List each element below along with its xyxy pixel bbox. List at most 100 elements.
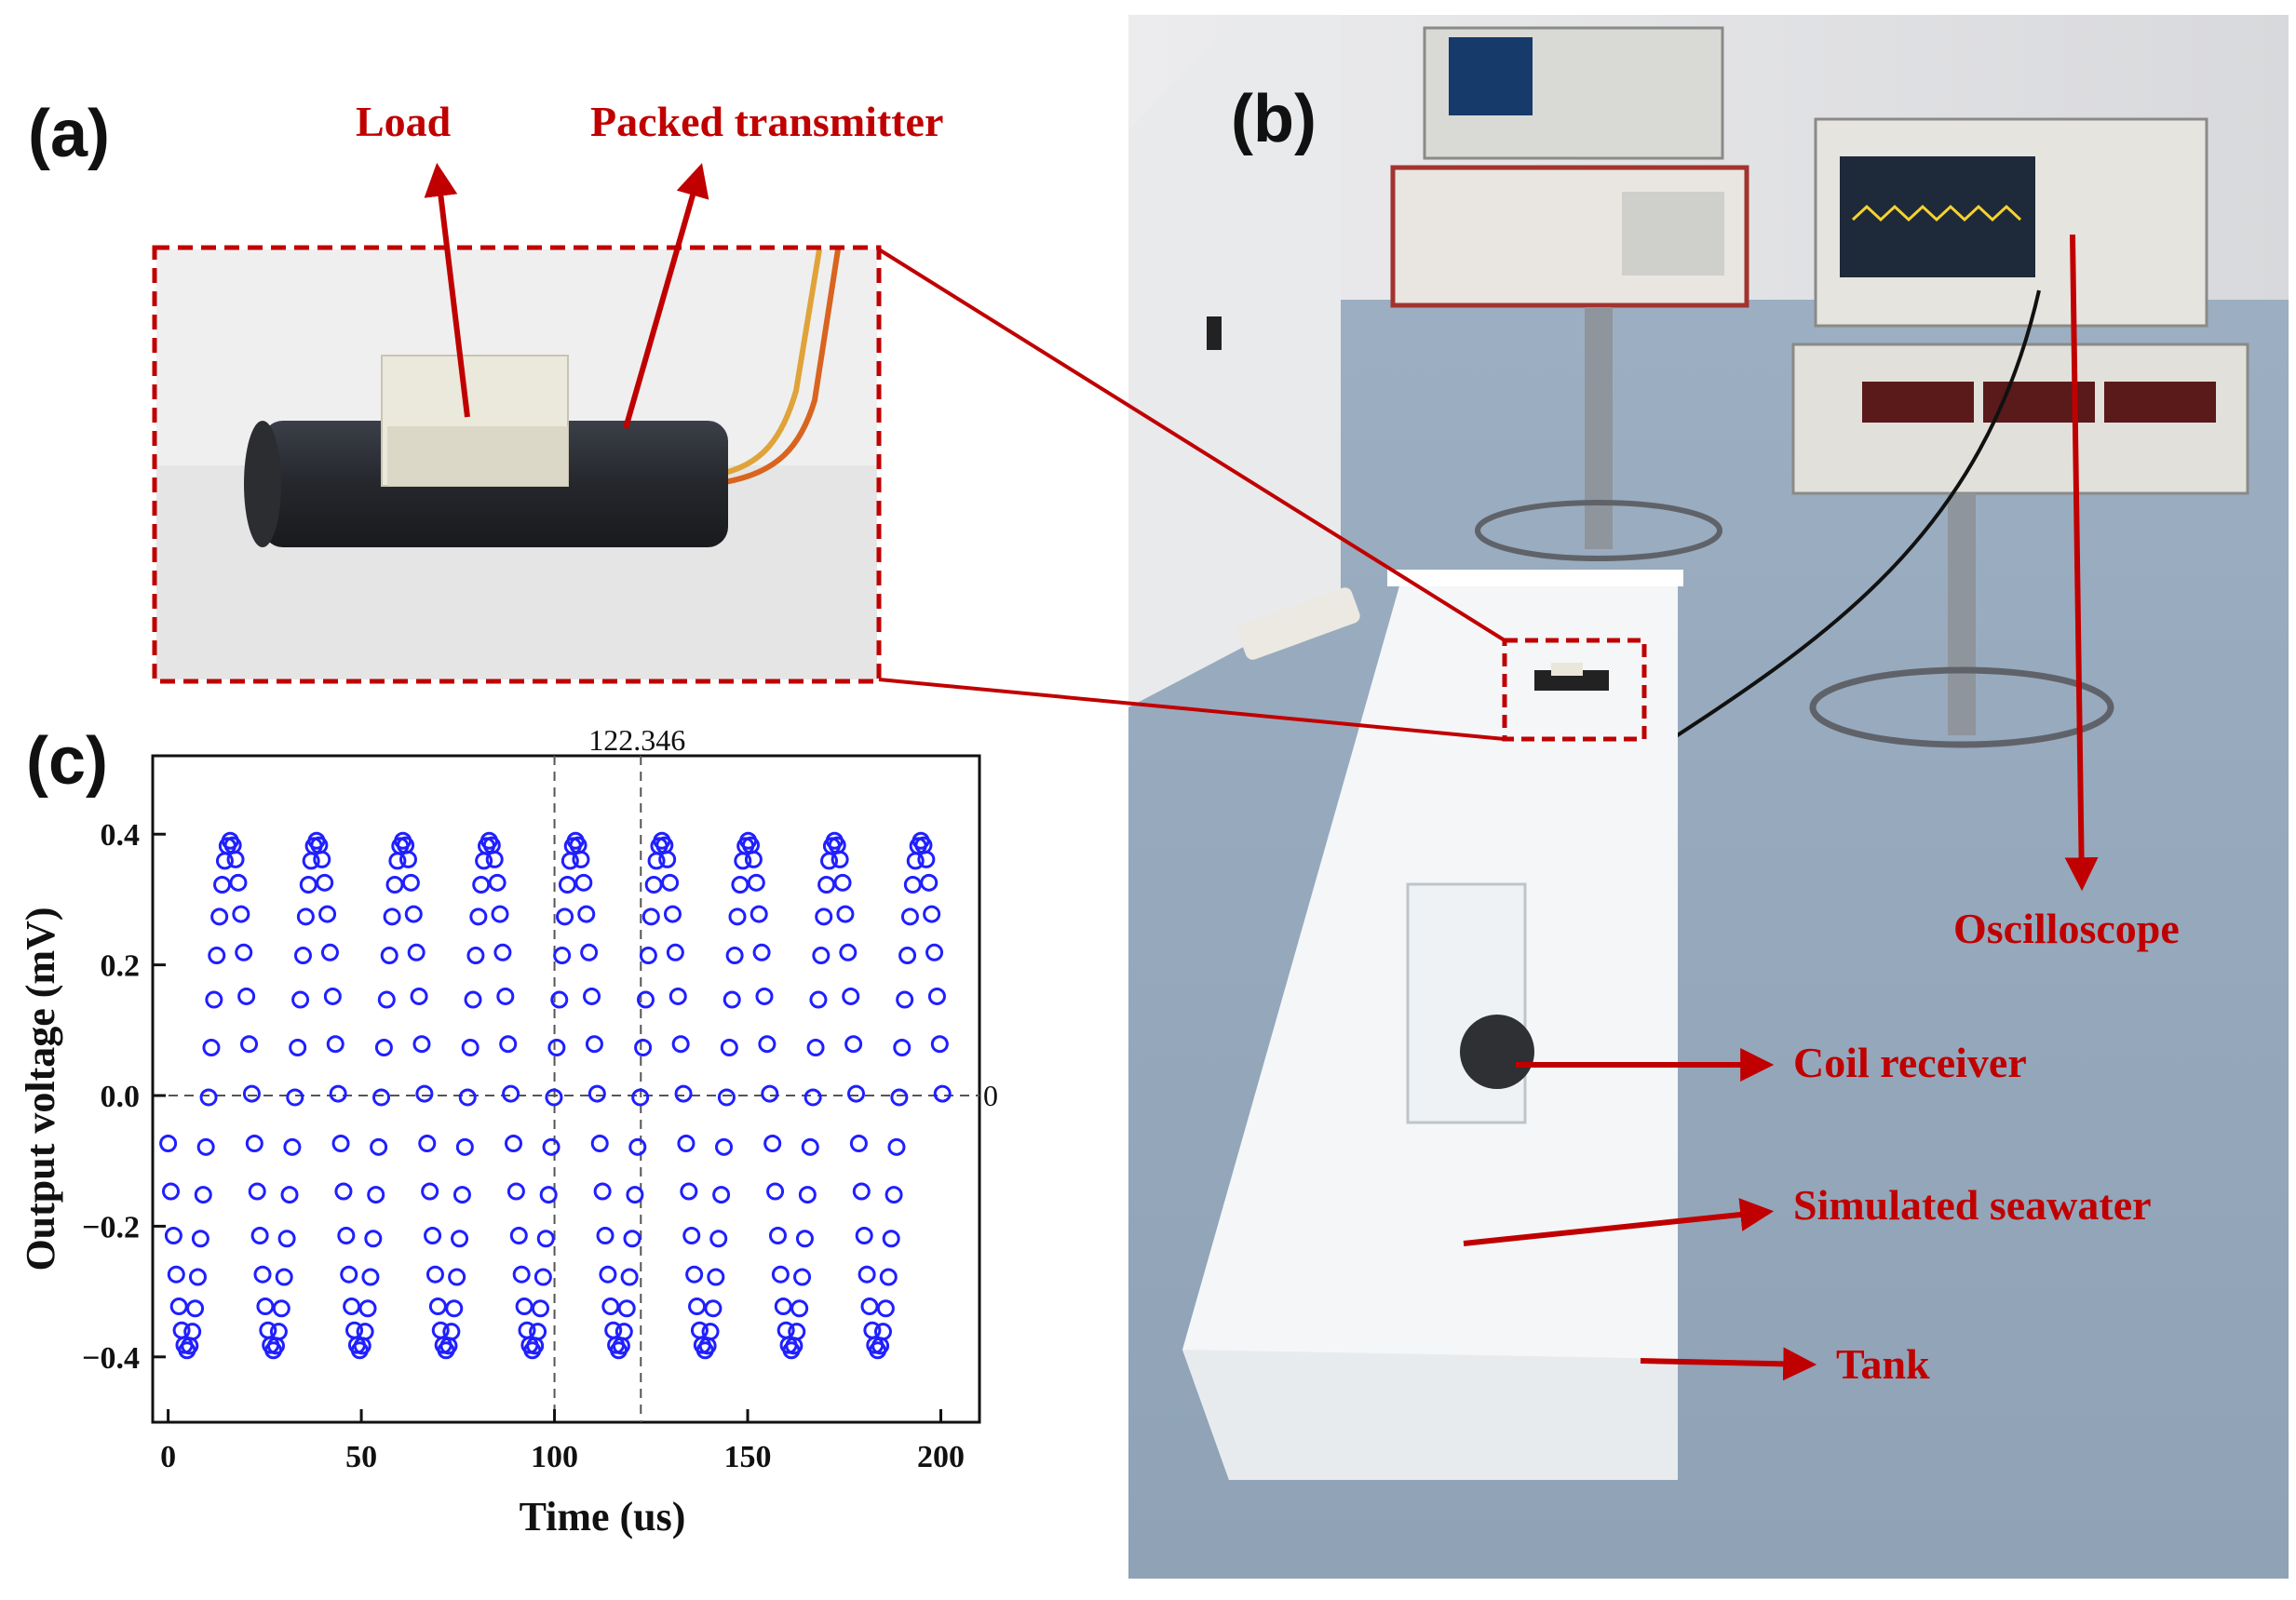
data-point: [488, 873, 506, 892]
data-point: [425, 1265, 444, 1284]
data-point: [208, 947, 226, 965]
data-point: [674, 1084, 693, 1103]
y-tick-label: 0.4: [101, 818, 141, 853]
data-point: [836, 905, 855, 923]
data-point: [491, 905, 509, 923]
data-point: [493, 943, 512, 961]
data-point: [370, 1137, 388, 1156]
data-point: [367, 1186, 385, 1204]
tank-callout: Tank: [1836, 1340, 1930, 1388]
data-point: [750, 905, 768, 923]
zoom-connector-bottom: [878, 678, 1506, 741]
data-point: [577, 905, 596, 923]
data-point: [882, 1230, 900, 1248]
data-point: [248, 1182, 266, 1201]
data-point: [712, 1186, 731, 1204]
data-point: [377, 990, 396, 1009]
data-point: [159, 1135, 178, 1153]
oscilloscope-callout: Oscilloscope: [1953, 905, 2180, 952]
data-point: [455, 1137, 474, 1156]
data-point: [596, 1226, 615, 1244]
data-point: [196, 1137, 215, 1156]
data-point: [896, 990, 914, 1009]
data-point: [723, 990, 741, 1009]
data-point: [731, 875, 750, 894]
data-point: [720, 1039, 738, 1057]
data-point: [167, 1265, 185, 1284]
data-point: [890, 1088, 909, 1107]
data-point: [839, 943, 858, 961]
data-point: [205, 990, 223, 1009]
data-point: [801, 1137, 819, 1156]
data-point: [715, 1137, 734, 1156]
data-point: [873, 1323, 892, 1341]
data-point: [424, 1226, 442, 1244]
data-point: [506, 1182, 525, 1201]
data-point: [661, 873, 680, 892]
data-point: [358, 1299, 377, 1318]
data-point: [804, 1088, 822, 1107]
data-point: [545, 1088, 563, 1107]
data-point: [793, 1268, 812, 1286]
data-point: [927, 987, 946, 1005]
data-point: [464, 990, 482, 1009]
data-point: [669, 987, 687, 1005]
data-point: [728, 908, 747, 926]
data-point: [920, 873, 939, 892]
data-point: [852, 1182, 871, 1201]
data-point: [401, 873, 420, 892]
data-point: [817, 875, 836, 894]
data-point: [788, 1323, 806, 1341]
data-point: [758, 1035, 777, 1054]
data-point: [930, 1035, 949, 1054]
data-point: [553, 947, 572, 965]
data-point: [356, 1323, 374, 1341]
data-point: [229, 873, 248, 892]
data-point: [428, 1297, 447, 1316]
data-point: [372, 1088, 391, 1107]
data-point: [404, 905, 423, 923]
data-point: [161, 1182, 180, 1201]
data-point: [412, 1035, 431, 1054]
data-point: [704, 1299, 723, 1318]
data-point: [887, 1137, 906, 1156]
data-point: [451, 1230, 469, 1248]
data-point: [658, 850, 677, 868]
data-point: [383, 908, 401, 926]
data-point: [286, 1088, 304, 1107]
data-point: [169, 1297, 188, 1316]
data-point: [323, 987, 342, 1005]
data-point: [917, 850, 936, 868]
data-point: [275, 1268, 293, 1286]
data-point: [232, 905, 250, 923]
data-point: [253, 1265, 272, 1284]
data-point: [599, 1265, 617, 1284]
data-point: [512, 1265, 531, 1284]
panel-a-label: (a): [28, 97, 110, 171]
panel-b: (b) Oscilloscope Coil receiver Simulated…: [877, 15, 2289, 1579]
data-point: [842, 987, 860, 1005]
data-point: [601, 1297, 620, 1316]
data-point: [860, 1297, 879, 1316]
panel-c-label: (c): [26, 724, 108, 799]
data-point: [663, 905, 682, 923]
data-point: [747, 873, 765, 892]
data-point: [677, 1135, 696, 1153]
coil-receiver-callout: Coil receiver: [1793, 1039, 2027, 1086]
x-tick-label: 50: [345, 1440, 377, 1474]
data-point: [191, 1230, 209, 1248]
data-point: [289, 1039, 307, 1057]
data-point: [572, 850, 590, 868]
data-point: [277, 1230, 296, 1248]
vertical-reference-label: 122.346: [588, 723, 685, 757]
data-point: [593, 1182, 612, 1201]
data-point: [329, 1084, 347, 1103]
data-point: [585, 1035, 603, 1054]
y-tick-label: 0.0: [101, 1080, 141, 1114]
data-point: [707, 1268, 725, 1286]
data-point: [442, 1323, 461, 1341]
data-point: [556, 908, 574, 926]
data-point: [320, 943, 339, 961]
data-point: [380, 947, 398, 965]
